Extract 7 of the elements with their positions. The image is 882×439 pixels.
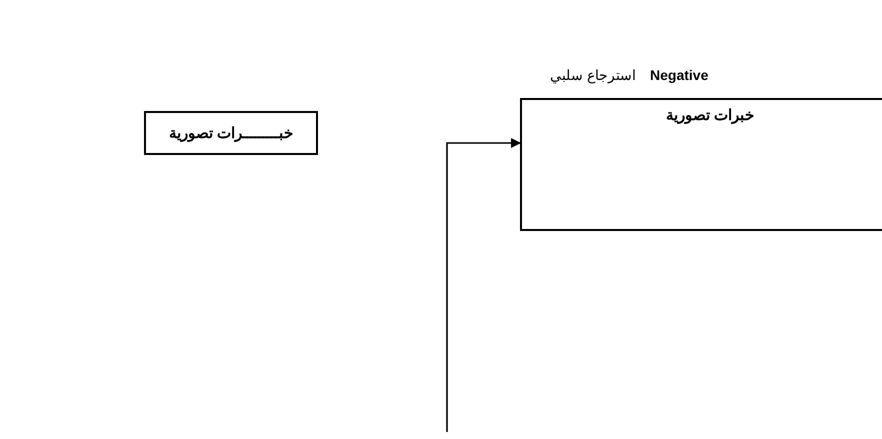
caption-text: استرجاع سلبي	[550, 67, 636, 83]
caption-text: Negative	[650, 67, 708, 83]
process-box	[144, 111, 318, 155]
arrow	[446, 138, 521, 432]
box-title: خبـــــــــرات تصورية	[168, 124, 294, 142]
process-box	[520, 98, 882, 231]
box-title: خبرات تصورية	[666, 106, 754, 124]
